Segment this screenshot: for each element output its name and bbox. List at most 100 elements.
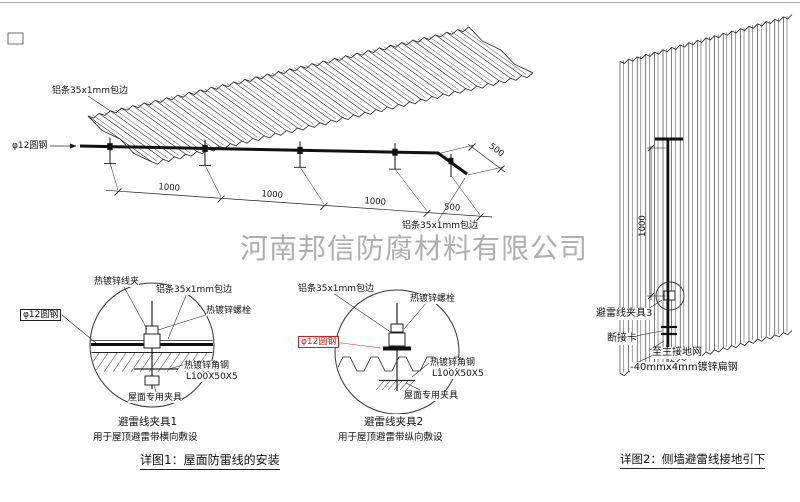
cad-line (327, 59, 392, 107)
cad-line (105, 189, 493, 218)
cad-line (412, 39, 477, 87)
cad-line (497, 165, 505, 173)
cad-line (361, 51, 426, 99)
detail-2-content (336, 303, 458, 391)
cad-line (619, 14, 793, 64)
dim-tick (647, 292, 655, 300)
dim-1000-b: 1000 (261, 189, 283, 200)
figure1-caption: 详图1：屋面防雷线的安装 (140, 451, 280, 470)
clamp-body (388, 332, 406, 347)
cad-line (121, 352, 136, 373)
cad-line (255, 76, 321, 123)
cad-line (323, 60, 388, 108)
cad-line (405, 380, 415, 391)
cad-line (170, 96, 236, 143)
leader-line (153, 384, 157, 393)
leader-line (403, 300, 429, 330)
legend-box (7, 32, 24, 45)
dim-tick (647, 144, 655, 152)
cad-line (260, 75, 325, 122)
cad-line (450, 30, 516, 78)
label-round-steel-d1: φ12圆钢 (20, 309, 62, 322)
cad-line (372, 49, 437, 96)
label-round-steel-main: φ12圆钢 (12, 141, 48, 152)
cad-line (132, 105, 197, 152)
cad-line (282, 70, 348, 117)
cad-line (334, 58, 399, 105)
fixture-body (144, 375, 160, 386)
cad-line (320, 202, 328, 211)
cad-line (468, 26, 533, 74)
cad-line (446, 31, 511, 79)
cad-line (148, 101, 213, 149)
cad-line (457, 29, 522, 76)
leader-line (168, 364, 184, 370)
label-flat-steel: -40mmx4mm镀锌扁钢 (630, 362, 738, 374)
leader-line (123, 286, 148, 330)
cad-line (233, 81, 298, 129)
label-strip-d1: 铝条35x1mm包边 (156, 285, 233, 296)
cad-line (159, 99, 224, 146)
detail2-subtitle: 用于屋顶避雷带纵向敷设 (338, 429, 443, 443)
cad-line (390, 45, 455, 92)
cad-line (130, 352, 145, 373)
detail2-title: 避雷线夹具2 (364, 414, 424, 429)
leader-line (435, 177, 466, 225)
cad-line (476, 213, 484, 221)
cad-line (211, 86, 276, 134)
cad-line (175, 352, 190, 373)
cad-line (222, 84, 287, 131)
cad-line (305, 64, 370, 112)
cad-line (87, 26, 470, 119)
cad-line (350, 54, 415, 101)
nut (390, 323, 404, 333)
detail-view-2 (329, 289, 460, 415)
label-angle-size-d2: L100X50X5 (432, 369, 484, 380)
cad-line (451, 176, 481, 216)
cad-line (112, 352, 127, 373)
cad-line (399, 380, 409, 391)
leader-line (61, 314, 97, 344)
detail-view-1 (61, 282, 215, 408)
nut (145, 325, 159, 335)
cad-line (338, 57, 404, 104)
cad-line (423, 37, 489, 84)
cad-line (345, 55, 410, 102)
cad-line (289, 68, 354, 116)
leader-line (411, 362, 430, 378)
cad-line (278, 71, 343, 118)
cad-line (217, 195, 225, 203)
label-roof-fixture-d1: 屋面专用夹具 (128, 393, 183, 404)
cad-line (406, 41, 471, 88)
label-clamp3: 避雷线夹具3 (596, 308, 653, 320)
cad-line (294, 67, 359, 114)
leader-line (405, 382, 421, 391)
label-angle-steel-d1: 热镀锌角钢 (184, 361, 230, 372)
cad-line (300, 65, 365, 113)
cad-line (467, 166, 504, 176)
dim-1000-height: 1000 (638, 215, 648, 237)
cad-line (204, 88, 269, 135)
cad-line (440, 144, 475, 154)
figure2-caption: 详图2：侧墙避雷线接地引下 (620, 451, 766, 469)
cad-line (393, 380, 403, 391)
label-strip-d2: 铝条35x1mm包边 (298, 284, 375, 295)
cad-line (114, 188, 122, 196)
cad-line (271, 72, 336, 120)
lightning-wire (79, 144, 468, 176)
cad-line (468, 143, 476, 151)
cad-line (126, 106, 191, 154)
roof-dimension-lines (105, 143, 506, 221)
label-aluminum-strip-top: 铝条35x1mm包边 (52, 86, 129, 97)
cad-line (199, 89, 265, 137)
cad-line (311, 63, 377, 110)
company-watermark: 河南邦信防腐材料有限公司 (240, 232, 589, 265)
cad-line (299, 166, 325, 205)
cad-line (166, 97, 231, 144)
cad-line (193, 91, 258, 138)
cad-line (249, 78, 314, 125)
cad-line (435, 34, 500, 82)
cad-line (401, 42, 466, 89)
cad-line (155, 100, 220, 147)
leader-line (167, 292, 188, 340)
